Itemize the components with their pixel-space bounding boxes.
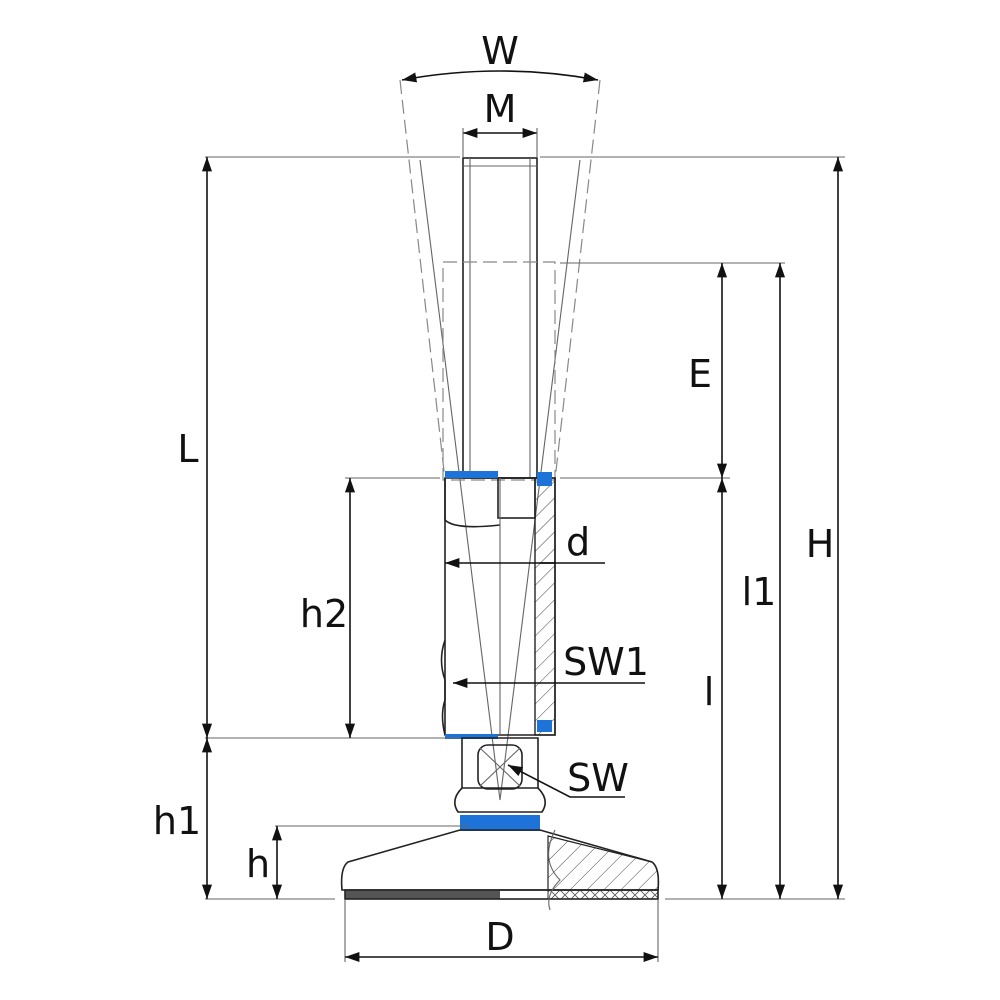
label-l: l bbox=[704, 670, 715, 714]
label-SW: SW bbox=[567, 756, 629, 800]
threaded-stud bbox=[462, 157, 538, 479]
neck-hex bbox=[454, 737, 546, 831]
label-l1: l1 bbox=[742, 570, 777, 614]
label-D: D bbox=[485, 915, 514, 959]
label-W: W bbox=[481, 29, 519, 73]
housing-body bbox=[440, 471, 556, 739]
label-M: M bbox=[484, 87, 517, 131]
label-h1: h1 bbox=[153, 799, 201, 843]
label-H: H bbox=[806, 522, 835, 566]
label-h: h bbox=[246, 842, 270, 886]
label-SW1: SW1 bbox=[563, 640, 649, 684]
dimension-labels: W M L E d h2 SW1 l1 H l SW h1 h D bbox=[153, 29, 834, 959]
label-h2: h2 bbox=[300, 592, 348, 636]
label-d: d bbox=[566, 520, 590, 564]
label-L: L bbox=[177, 427, 198, 471]
base-pad bbox=[340, 829, 660, 911]
stud-ghost-outline bbox=[442, 261, 556, 481]
dimension-lines bbox=[201, 70, 845, 963]
label-E: E bbox=[688, 352, 712, 396]
